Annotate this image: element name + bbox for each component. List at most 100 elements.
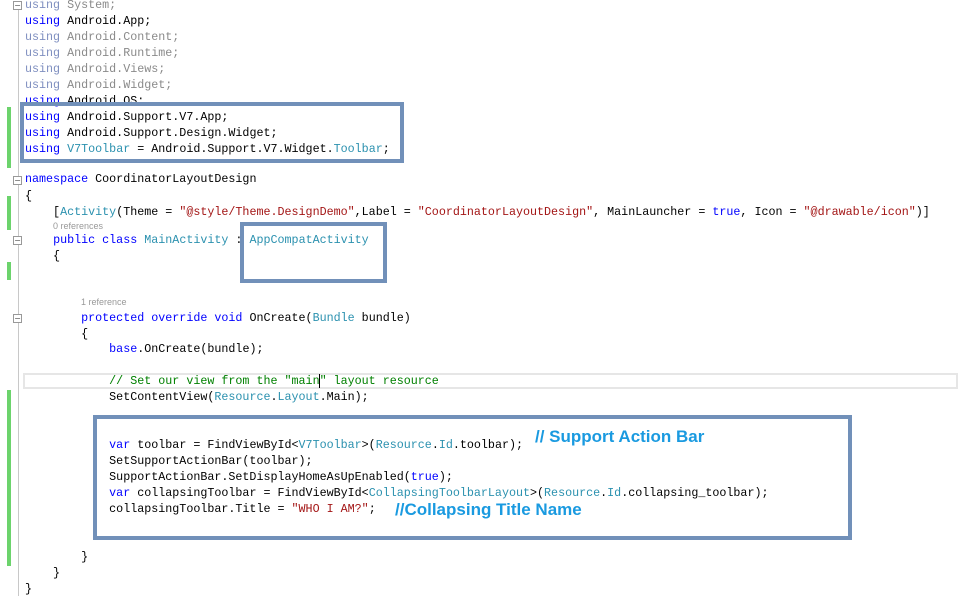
code-token: SupportActionBar.SetDisplayHomeAsUpEnabl…	[25, 470, 411, 484]
code-token: Resource	[544, 486, 601, 500]
code-token: var	[109, 486, 131, 500]
code-token: [	[25, 205, 61, 219]
code-token: // Set our view from the "main" layout r…	[109, 374, 439, 388]
code-token: Layout	[277, 390, 320, 404]
code-line: SetContentView(Resource.Layout.Main);	[25, 389, 369, 405]
code-line: using Android.Views;	[25, 61, 165, 77]
code-line: SupportActionBar.SetDisplayHomeAsUpEnabl…	[25, 469, 453, 485]
code-line: base.OnCreate(bundle);	[25, 341, 263, 357]
code-token: >(	[361, 438, 376, 452]
code-line: // Set our view from the "main" layout r…	[25, 373, 439, 389]
codelens-references[interactable]: 0 references	[53, 221, 104, 231]
code-token	[25, 374, 109, 388]
annotation-collapsing-title: //Collapsing Title Name	[395, 500, 582, 519]
code-token: using	[25, 110, 61, 124]
code-token: toolbar = FindViewById<	[130, 438, 299, 452]
change-marker	[7, 390, 11, 566]
code-line: using Android.Widget;	[25, 77, 172, 93]
code-line: SetSupportActionBar(toolbar);	[25, 453, 313, 469]
code-token: namespace	[25, 172, 89, 186]
code-token: Android.Support.Design.Widget;	[60, 126, 278, 140]
code-token: ;	[368, 502, 376, 516]
code-token: protected override void	[81, 311, 243, 325]
collapse-icon[interactable]: −	[13, 236, 22, 245]
code-token: using	[25, 46, 61, 60]
code-token: Android.Runtime;	[60, 46, 180, 60]
code-token: , MainLauncher =	[593, 205, 713, 219]
code-line: using Android.Runtime;	[25, 45, 179, 61]
code-token: {	[25, 189, 33, 203]
code-token: base	[109, 342, 138, 356]
code-token: MainActivity	[144, 233, 229, 247]
code-line: [Activity(Theme = "@style/Theme.DesignDe…	[25, 204, 930, 220]
code-line: {	[25, 326, 88, 342]
code-token: V7Toolbar	[298, 438, 362, 452]
code-token: "WHO I AM?"	[291, 502, 369, 516]
code-token: }	[25, 550, 89, 564]
code-line: using Android.Content;	[25, 29, 179, 45]
code-token: = Android.Support.V7.Widget.	[130, 142, 334, 156]
code-line: public class MainActivity : AppCompatAct…	[25, 232, 369, 248]
code-token: Android.Content;	[60, 30, 180, 44]
code-token: .collapsing_toolbar);	[621, 486, 769, 500]
code-token: }	[25, 582, 33, 596]
change-marker	[7, 107, 11, 168]
code-line: using Android.Support.Design.Widget;	[25, 125, 278, 141]
code-token: Android.Support.V7.App;	[60, 110, 229, 124]
code-token: .OnCreate(bundle);	[137, 342, 264, 356]
code-token: true	[410, 470, 439, 484]
highlight-box-usings	[20, 102, 404, 163]
code-token: >(	[530, 486, 545, 500]
code-line: protected override void OnCreate(Bundle …	[25, 310, 411, 326]
change-marker	[7, 262, 11, 280]
code-token: System;	[60, 0, 117, 12]
code-token: var	[109, 438, 131, 452]
code-token: Id	[607, 486, 622, 500]
code-token: (Theme =	[116, 205, 180, 219]
code-token: Android.App;	[60, 14, 152, 28]
code-token: collapsingToolbar.Title =	[25, 502, 292, 516]
code-token: public class	[53, 233, 138, 247]
code-token: Resource	[214, 390, 271, 404]
change-marker	[7, 196, 11, 230]
code-line: collapsingToolbar.Title = "WHO I AM?";	[25, 501, 376, 517]
code-token: }	[25, 566, 61, 580]
collapse-icon[interactable]: −	[13, 176, 22, 185]
code-token: CoordinatorLayoutDesign	[88, 172, 257, 186]
code-token: true	[712, 205, 741, 219]
highlight-box-toolbar-code	[93, 415, 852, 540]
code-token: "@drawable/icon"	[803, 205, 916, 219]
annotation-support-action-bar: // Support Action Bar	[535, 427, 705, 446]
code-token: {	[25, 327, 89, 341]
code-line: {	[25, 248, 60, 264]
code-line: using System;	[25, 0, 116, 13]
code-token: Resource	[375, 438, 432, 452]
code-token: .	[431, 438, 439, 452]
code-token: "CoordinatorLayoutDesign"	[417, 205, 594, 219]
code-token: ,Label =	[354, 205, 418, 219]
code-token: )]	[915, 205, 930, 219]
code-token: , Icon =	[740, 205, 804, 219]
codelens-references[interactable]: 1 reference	[81, 297, 127, 307]
code-line: var collapsingToolbar = FindViewById<Col…	[25, 485, 769, 501]
code-token: OnCreate(	[242, 311, 313, 325]
code-token: {	[25, 249, 61, 263]
code-token: SetSupportActionBar(toolbar);	[25, 454, 313, 468]
code-token: Id	[438, 438, 453, 452]
code-token: .Main);	[319, 390, 369, 404]
code-token: SetContentView(	[25, 390, 215, 404]
code-line: }	[25, 549, 88, 565]
collapse-icon[interactable]: −	[13, 314, 22, 323]
code-token: Bundle	[312, 311, 355, 325]
code-token: Toolbar	[333, 142, 383, 156]
code-line: }	[25, 581, 32, 597]
collapse-icon[interactable]: −	[13, 1, 22, 10]
code-token: using	[25, 78, 61, 92]
code-token: using	[25, 0, 61, 12]
code-token: ;	[382, 142, 390, 156]
highlight-box-base-class	[240, 222, 387, 283]
text-caret	[319, 374, 320, 388]
code-token: Android.Widget;	[60, 78, 173, 92]
code-token: collapsingToolbar = FindViewById<	[130, 486, 369, 500]
code-token: using	[25, 142, 61, 156]
